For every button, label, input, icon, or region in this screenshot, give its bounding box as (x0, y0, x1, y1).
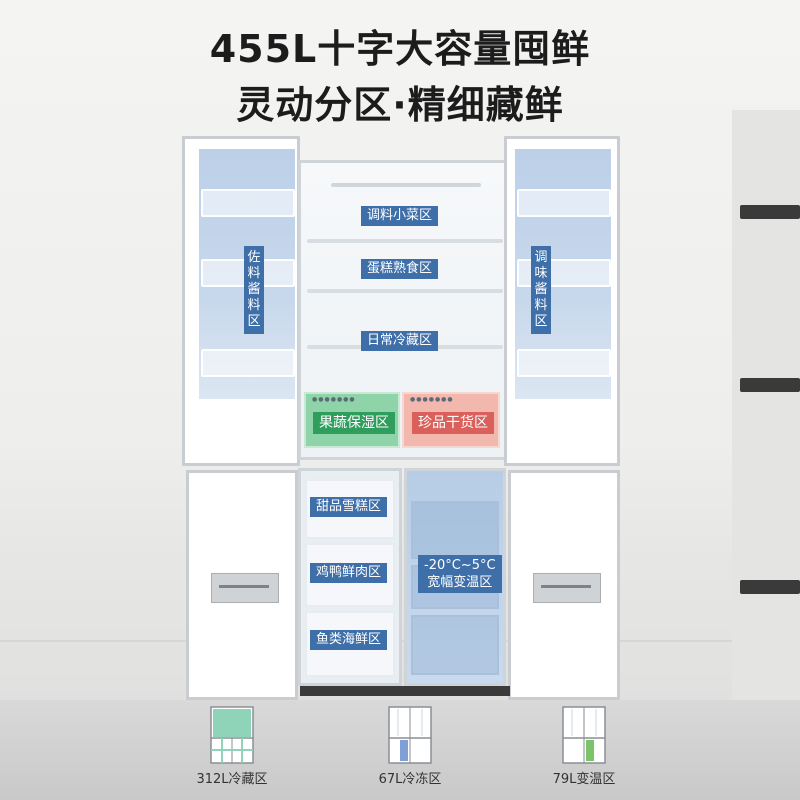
zone-highlight (213, 709, 251, 737)
control-panel-slot (541, 585, 591, 588)
capacity-caption-variable: 79L变温区 (552, 772, 616, 787)
door-shelf (517, 189, 611, 217)
capacity-caption-freezer: 67L冷冻区 (378, 772, 442, 787)
variable-temp-name: 宽幅变温区 (427, 575, 493, 590)
zone-label-dry-goods-drawer: 珍品干货区 (412, 412, 494, 434)
zone-label-freezer-1: 甜品雪糕区 (310, 497, 388, 517)
temp-range: -20°C~5°C (424, 558, 496, 573)
control-panel (533, 573, 601, 603)
freezer-door-left (186, 470, 298, 700)
door-shelf (201, 349, 295, 377)
zone-highlight (586, 740, 594, 761)
drawer-indicator: ●●●●●●● (410, 396, 454, 403)
zone-label-freezer-2: 鸡鸭鲜肉区 (310, 563, 388, 583)
fridge-zone-diagram-icon (210, 706, 254, 764)
fridge-base (300, 686, 510, 696)
oven-slot (740, 378, 800, 392)
headline-line-1: 455L十字大容量囤鲜 (209, 27, 591, 71)
oven-slot (740, 580, 800, 594)
oven-slot (740, 205, 800, 219)
fridge-door-top-right (504, 136, 620, 466)
glass-shelf (307, 239, 503, 243)
control-panel (211, 573, 279, 603)
variable-temp-basket (411, 615, 499, 675)
door-shelf (517, 349, 611, 377)
door-shelf (201, 189, 295, 217)
freezer-zone-diagram-icon (388, 706, 432, 764)
control-panel-slot (219, 585, 269, 588)
kitchen-cabinet (732, 110, 800, 700)
capacity-caption-fridge: 312L冷藏区 (196, 772, 268, 787)
zone-label-freezer-3: 鱼类海鲜区 (310, 630, 388, 650)
zone-label-left-door: 佐料酱料区 (244, 246, 264, 334)
variable-temp-basket (411, 501, 499, 559)
headline-line-2: 灵动分区·精细藏鲜 (236, 83, 564, 127)
zone-label-right-door: 调味酱料区 (531, 246, 551, 334)
zone-label-shelf-3: 日常冷藏区 (361, 331, 439, 351)
fridge-door-top-left (182, 136, 300, 466)
zone-label-fruit-drawer: 果蔬保湿区 (313, 412, 395, 434)
zone-highlight (400, 740, 408, 761)
variable-zone-diagram-icon (562, 706, 606, 764)
glass-shelf (307, 289, 503, 293)
zone-label-variable-temp: -20°C~5°C 宽幅变温区 (418, 555, 502, 593)
fridge-light (331, 183, 481, 187)
drawer-indicator: ●●●●●●● (312, 396, 356, 403)
zone-label-shelf-1: 调料小菜区 (361, 206, 439, 226)
freezer-door-right (508, 470, 620, 700)
zone-label-shelf-2: 蛋糕熟食区 (361, 259, 439, 279)
